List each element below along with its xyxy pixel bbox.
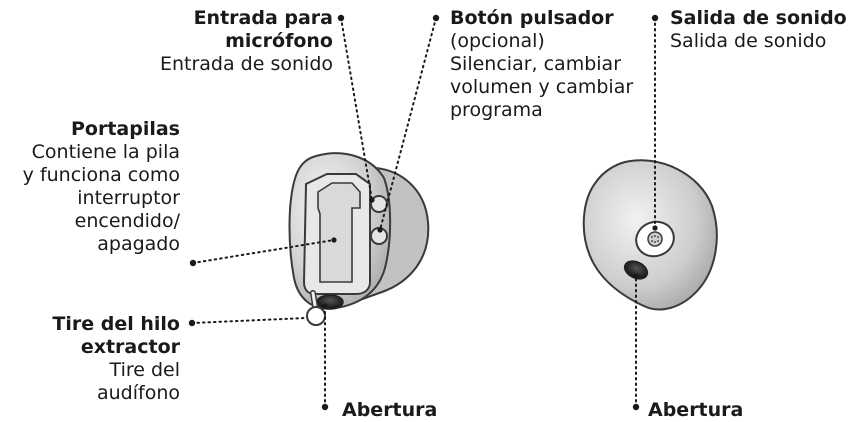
vent-left xyxy=(316,294,344,310)
label-microphone-title-1: Entrada para xyxy=(193,7,333,29)
label-button-desc-1: (opcional) xyxy=(450,30,545,52)
battery-door[interactable] xyxy=(302,173,371,295)
label-button-desc-4: programa xyxy=(450,99,543,121)
label-battery-desc-5: apagado xyxy=(97,233,180,255)
label-battery-door: Portapilas Contiene la pila y funciona c… xyxy=(23,118,180,256)
label-button-title: Botón pulsador xyxy=(450,7,614,29)
vent-right xyxy=(623,260,649,280)
label-pull-string: Tire del hilo extractor Tire del audífon… xyxy=(52,313,180,405)
label-vent-left-title: Abertura xyxy=(342,399,438,421)
hearing-aid-faceplate xyxy=(288,152,430,326)
sound-outlet-grill xyxy=(647,231,663,247)
label-microphone-title-2: micrófono xyxy=(225,30,333,52)
label-pull-string-desc-2: audífono xyxy=(96,382,180,404)
label-push-button: Botón pulsador (opcional) Silenciar, cam… xyxy=(450,7,633,122)
label-pull-string-title-2: extractor xyxy=(80,336,180,358)
label-battery-desc-3: interruptor xyxy=(77,187,180,209)
label-battery-desc-4: encendido/ xyxy=(74,210,180,232)
label-pull-string-desc-1: Tire del xyxy=(109,359,180,381)
label-pull-string-title-1: Tire del hilo xyxy=(52,313,180,335)
sound-outlet-holes xyxy=(651,235,659,243)
leader-bullets xyxy=(188,14,659,411)
label-microphone-inlet: Entrada para micrófono Entrada de sonido xyxy=(160,7,333,76)
label-battery-title: Portapilas xyxy=(70,118,180,140)
label-button-desc-3: volumen y cambiar xyxy=(450,76,634,98)
pull-string-knob[interactable] xyxy=(306,306,326,326)
label-vent-right: Abertura xyxy=(648,399,743,422)
label-sound-outlet-desc: Salida de sonido xyxy=(670,30,827,52)
leader-lines xyxy=(191,17,656,408)
label-sound-outlet-title: Salida de sonido xyxy=(670,7,847,29)
label-vent-left: Abertura xyxy=(342,399,437,422)
label-sound-outlet: Salida de sonido Salida de sonido xyxy=(670,7,847,53)
label-vent-right-title: Abertura xyxy=(648,399,744,421)
label-battery-desc-1: Contiene la pila xyxy=(31,141,180,163)
label-microphone-desc: Entrada de sonido xyxy=(159,53,333,75)
hearing-aid-tip xyxy=(582,159,718,311)
label-button-desc-2: Silenciar, cambiar xyxy=(450,53,621,75)
label-battery-desc-2: y funciona como xyxy=(22,164,180,186)
